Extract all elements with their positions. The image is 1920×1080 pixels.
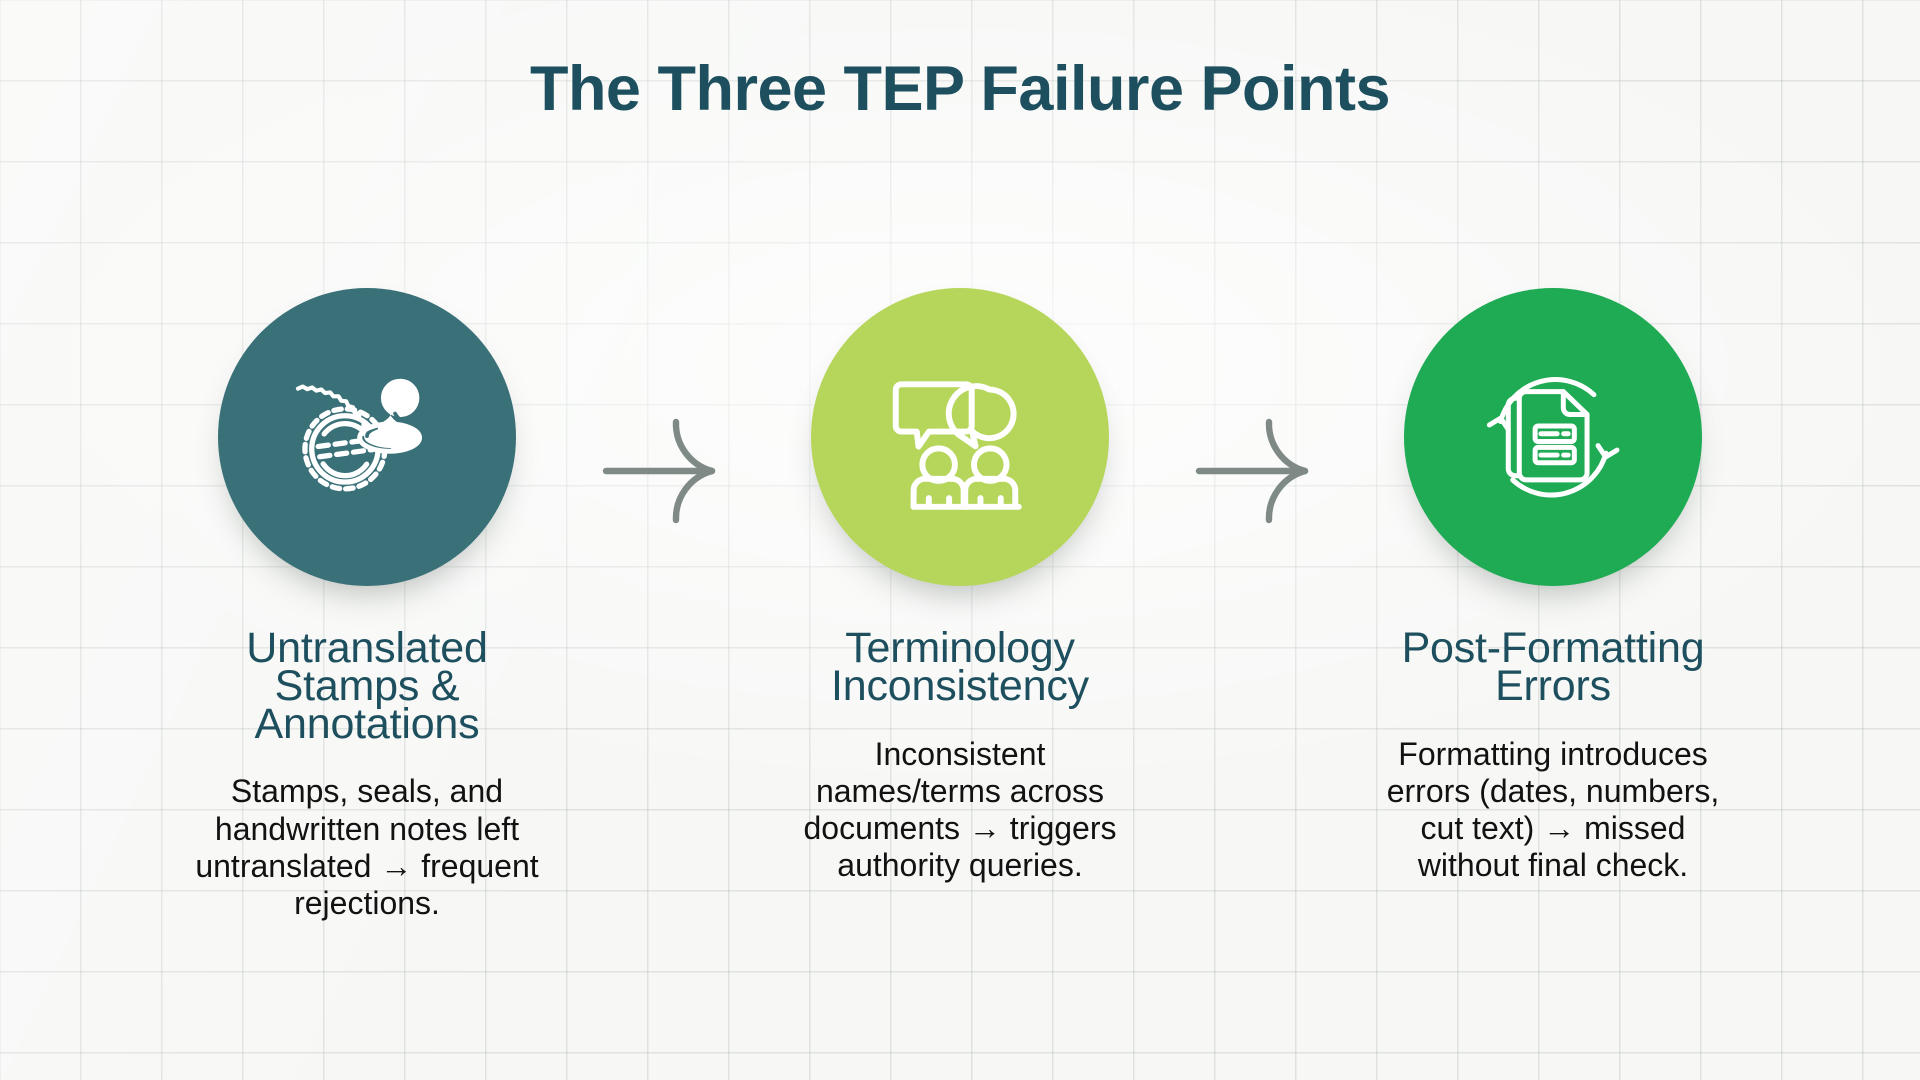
curved-arrow-right-icon bbox=[1195, 416, 1319, 531]
icon-circle-post-formatting-errors bbox=[1404, 288, 1702, 586]
card-body: Inconsistent names/terms across document… bbox=[803, 735, 1117, 883]
document-refresh-cycle-icon bbox=[1467, 351, 1639, 523]
curved-arrow-right-icon bbox=[602, 416, 726, 531]
failure-points-row: Untranslated Stamps & Annotations Stamps… bbox=[0, 288, 1920, 922]
page-title: The Three TEP Failure Points bbox=[529, 54, 1391, 124]
card-body: Stamps, seals, and handwritten notes lef… bbox=[195, 773, 539, 921]
arrow-1-2 bbox=[600, 416, 728, 531]
arrow-2-3 bbox=[1193, 416, 1321, 531]
icon-circle-untranslated-stamps bbox=[218, 288, 516, 586]
icon-circle-terminology-inconsistency bbox=[811, 288, 1109, 586]
card-heading: Untranslated Stamps & Annotations bbox=[246, 624, 488, 748]
card-terminology-inconsistency: Terminology Inconsistency Inconsistent n… bbox=[728, 288, 1193, 884]
card-untranslated-stamps: Untranslated Stamps & Annotations Stamps… bbox=[135, 288, 600, 922]
card-heading: Terminology Inconsistency bbox=[831, 624, 1089, 710]
card-body: Formatting introduces errors (dates, num… bbox=[1386, 735, 1720, 883]
speech-bubbles-people-icon bbox=[873, 350, 1048, 525]
card-heading: Post-Formatting Errors bbox=[1401, 624, 1705, 710]
card-post-formatting-errors: Post-Formatting Errors Formatting introd… bbox=[1321, 288, 1786, 884]
rubber-stamp-seal-icon bbox=[282, 352, 452, 522]
